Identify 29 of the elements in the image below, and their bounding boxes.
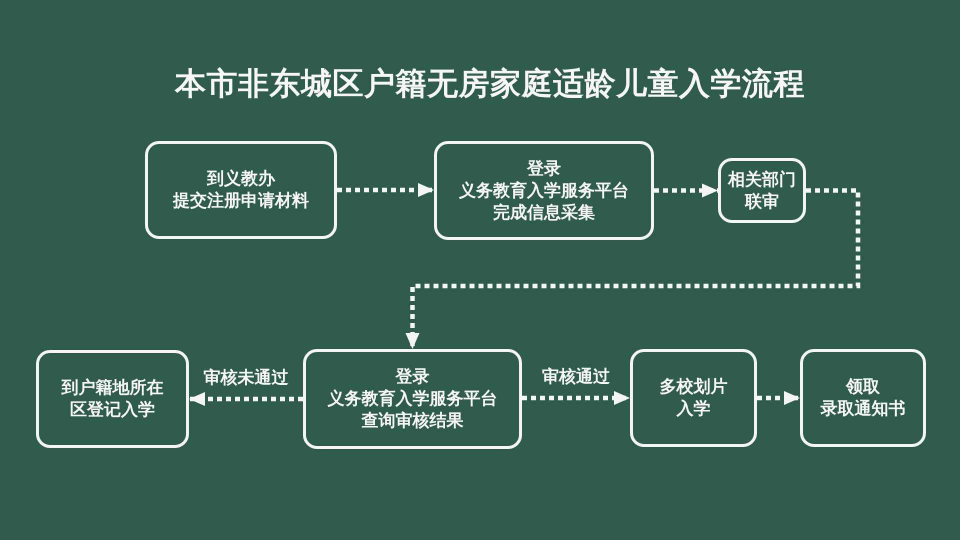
arrow [654,184,718,198]
process-box [303,349,522,449]
step-label: 登录 [527,158,561,180]
step-label: 提交注册申请材料 [173,190,309,212]
step-label: 义务教育入学服务平台 [328,388,498,410]
process-box [800,349,926,447]
process-box [145,141,337,239]
process-box [36,350,189,448]
step-label: 义务教育入学服务平台 [459,180,629,202]
arrow [522,391,630,405]
step-label: 领取 [846,376,880,398]
step-label: 到户籍地所在区登记入学 [60,377,164,421]
process-box [434,141,654,240]
arrow [189,392,303,406]
step-label: 查询审核结果 [362,410,464,432]
edge-label: 审核未通过 [200,367,292,389]
step-label: 相关部门联审 [726,168,797,212]
arrow [757,391,800,405]
step-label: 录取通知书 [820,398,906,420]
edge-label: 审核通过 [539,366,613,388]
title: 本市非东城区户籍无房家庭适龄儿童入学流程 [175,65,805,104]
step-label: 多校划片入学 [658,376,728,420]
arrow [406,188,860,349]
step-label: 登录 [396,366,430,388]
arrow [337,183,434,197]
process-box [630,349,757,447]
step-label: 到义教办 [207,168,275,190]
step-label: 完成信息采集 [493,202,595,224]
process-box [718,158,806,223]
